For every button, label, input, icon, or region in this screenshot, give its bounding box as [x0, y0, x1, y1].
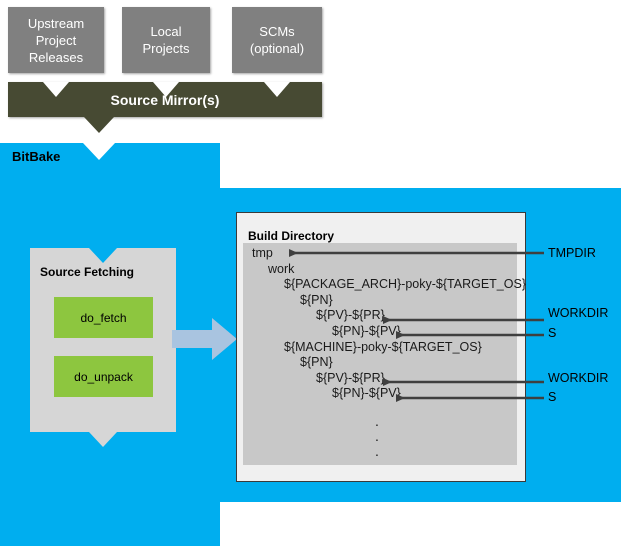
tree-ellipsis-dot: . — [375, 428, 379, 444]
tree-line: ${PN} — [300, 292, 333, 307]
variable-label-s-2: S — [548, 390, 557, 404]
build-directory-title: Build Directory — [248, 229, 335, 243]
tree-line: work — [268, 261, 295, 276]
arrow-scms-to-mirror-icon — [264, 82, 290, 97]
source-box-local: Local Projects — [122, 7, 210, 73]
task-box-do-unpack: do_unpack — [54, 356, 153, 397]
tree-ellipsis-dot: . — [375, 443, 379, 459]
variable-label-workdir-1: WORKDIR — [548, 306, 609, 320]
source-box-local-label: Local Projects — [142, 24, 190, 56]
bitbake-top-notch-icon — [83, 143, 115, 160]
tree-line: ${PN}-${PV} — [332, 324, 401, 338]
variable-label-s-1: S — [548, 326, 557, 340]
source-box-upstream: Upstream Project Releases — [8, 7, 104, 73]
tree-line: ${PACKAGE_ARCH}-poky-${TARGET_OS} — [284, 277, 526, 292]
source-box-scms-label: SCMs (optional) — [249, 24, 305, 56]
source-fetching-title: Source Fetching — [40, 265, 135, 279]
variable-label-tmpdir: TMPDIR — [548, 246, 596, 260]
tree-line: ${PV}-${PR} — [316, 370, 385, 385]
source-fetching-bottom-arrow-icon — [89, 432, 117, 447]
arrow-local-to-mirror-icon — [153, 82, 179, 97]
tree-line: ${PN}-${PV} — [332, 386, 401, 401]
tree-line: ${PN} — [300, 355, 333, 370]
task-box-do-unpack-label: do_unpack — [74, 369, 133, 384]
source-fetching-top-notch-icon — [89, 248, 117, 263]
source-box-scms: SCMs (optional) — [232, 7, 322, 73]
arrow-upstream-to-mirror-icon — [43, 82, 69, 97]
tree-line: ${PV}-${PR} — [316, 308, 385, 323]
variable-label-workdir-2: WORKDIR — [548, 371, 609, 385]
tree-line: tmp — [252, 246, 273, 260]
build-directory-tree-panel — [243, 243, 517, 465]
flow-arrow-icon — [172, 318, 237, 360]
tree-ellipsis-dot: . — [375, 413, 379, 429]
task-box-do-fetch: do_fetch — [54, 297, 153, 338]
source-box-upstream-label: Upstream Project Releases — [27, 15, 85, 65]
arrow-mirror-to-bitbake-icon — [84, 117, 114, 133]
tree-line: ${MACHINE}-poky-${TARGET_OS} — [284, 339, 482, 354]
bitbake-label: BitBake — [12, 149, 61, 164]
source-fetching-panel — [30, 248, 176, 432]
source-mirror-label: Source Mirror(s) — [110, 91, 220, 108]
task-box-do-fetch-label: do_fetch — [80, 310, 127, 325]
